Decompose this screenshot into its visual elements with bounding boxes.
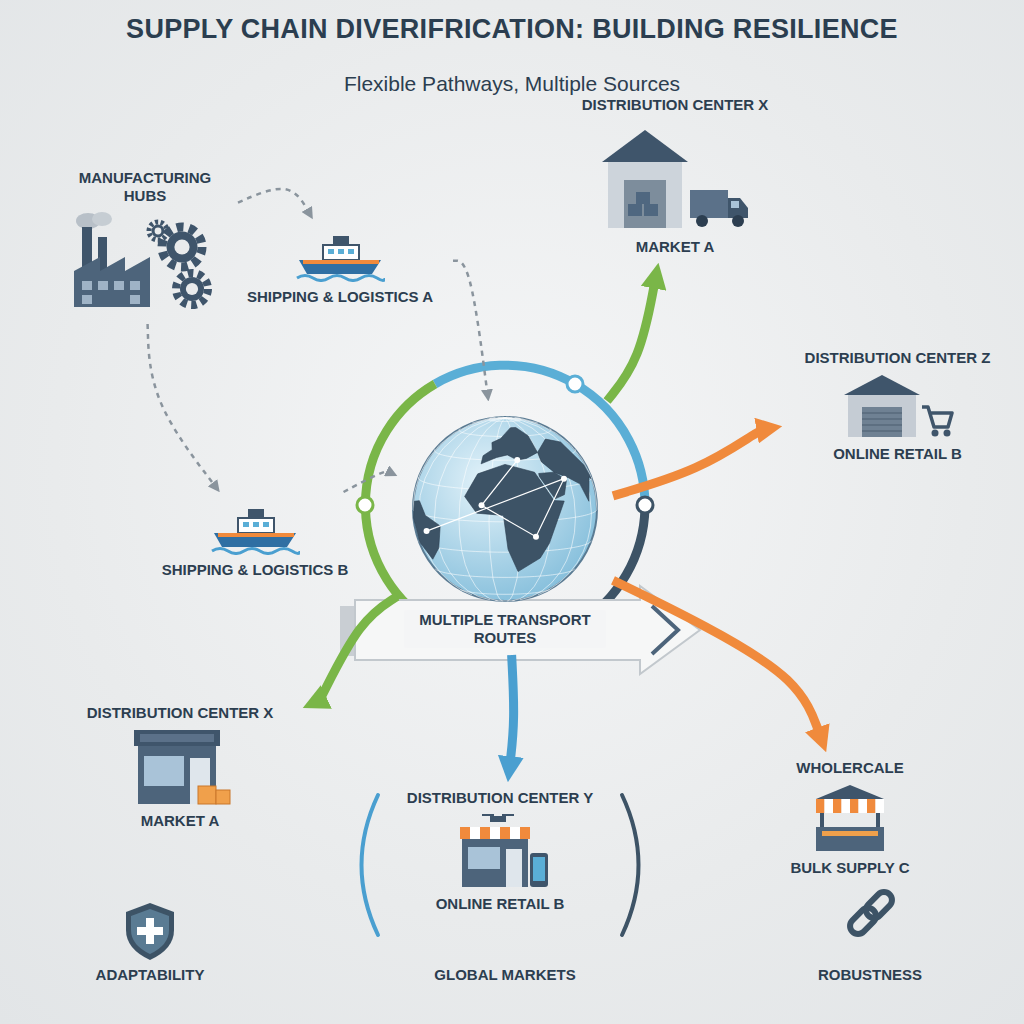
node-icon bbox=[295, 232, 385, 282]
route-arrow bbox=[238, 189, 309, 212]
warehouse-truck-icon bbox=[600, 120, 750, 232]
node-label: DISTRIBUTION CENTER Z bbox=[805, 349, 991, 367]
distribution-node: DISTRIBUTION CENTER Z ONLINE RETAIL B bbox=[785, 345, 1010, 467]
pillar-label: ADAPTABILITY bbox=[50, 966, 250, 983]
node-label: SHIPPING & LOGISTICS A bbox=[247, 288, 433, 306]
storefront-icon bbox=[128, 728, 232, 806]
node-icon bbox=[410, 414, 600, 604]
node-label: MANUFACTURING HUBS bbox=[59, 169, 231, 205]
node-label: MARKET A bbox=[636, 238, 715, 256]
node-label: ONLINE RETAIL B bbox=[436, 895, 565, 913]
node-label: DISTRIBUTION CENTER X bbox=[87, 704, 274, 722]
route-arrow bbox=[344, 472, 390, 492]
node-label: MULTIPLE TRANSPORT ROUTES bbox=[404, 610, 606, 648]
node-icon bbox=[448, 813, 552, 889]
node-label: WHOLERCALE bbox=[796, 759, 904, 777]
factory-icon bbox=[70, 211, 220, 311]
distribution-node: DISTRIBUTION CENTER Y ONLINE RETAIL B bbox=[390, 785, 610, 917]
manufacturing-node: MANUFACTURING HUBS bbox=[55, 165, 235, 321]
node-label: DISTRIBUTION CENTER Y bbox=[407, 789, 593, 807]
pillar-label: GLOBAL MARKETS bbox=[395, 966, 615, 983]
warehouse-cart-icon bbox=[842, 373, 954, 439]
shield-icon bbox=[126, 903, 174, 960]
route-arrow bbox=[453, 261, 487, 393]
bracket bbox=[362, 795, 639, 935]
route-arrow bbox=[510, 655, 514, 764]
route-arrow bbox=[319, 597, 397, 701]
node-icon bbox=[210, 505, 300, 555]
subtitle: Flexible Pathways, Multiple Sources bbox=[162, 72, 862, 96]
route-arrow bbox=[613, 580, 820, 735]
route-arrow bbox=[607, 281, 655, 401]
route-arrow bbox=[613, 429, 764, 496]
node-label: SHIPPING & LOGISTICS B bbox=[162, 561, 349, 579]
ship-icon bbox=[210, 505, 300, 555]
node-label: MARKET A bbox=[141, 812, 220, 830]
node-icon bbox=[842, 373, 954, 439]
distribution-node: DISTRIBUTION CENTER X MARKET A bbox=[565, 92, 785, 260]
pillar-label: ROBUSTNESS bbox=[770, 966, 970, 983]
wholesale-node: WHOLERCALE BULK SUPPLY C bbox=[765, 755, 935, 881]
ship-icon bbox=[295, 232, 385, 282]
shipping-node: SHIPPING & LOGISTICS B bbox=[150, 495, 360, 583]
node-label: BULK SUPPLY C bbox=[790, 859, 909, 877]
route-arrow bbox=[148, 324, 215, 486]
chain-icon bbox=[847, 889, 896, 938]
node-label: DISTRIBUTION CENTER X bbox=[582, 96, 769, 114]
node-icon bbox=[128, 728, 232, 806]
title: SUPPLY CHAIN DIVERIFRICATION: BUILDING R… bbox=[0, 14, 1024, 45]
shipping-node: SHIPPING & LOGISTICS A bbox=[230, 222, 450, 310]
globe-hub: MULTIPLE TRANSPORT ROUTES bbox=[400, 404, 610, 652]
online-shop-icon bbox=[448, 813, 552, 889]
node-label: ONLINE RETAIL B bbox=[833, 445, 962, 463]
globe-illustration bbox=[410, 414, 600, 604]
node-icon bbox=[70, 211, 220, 311]
market-stall-icon bbox=[810, 783, 890, 853]
node-icon bbox=[810, 783, 890, 853]
distribution-node: DISTRIBUTION CENTER X MARKET A bbox=[60, 700, 300, 834]
node-icon bbox=[600, 120, 750, 232]
